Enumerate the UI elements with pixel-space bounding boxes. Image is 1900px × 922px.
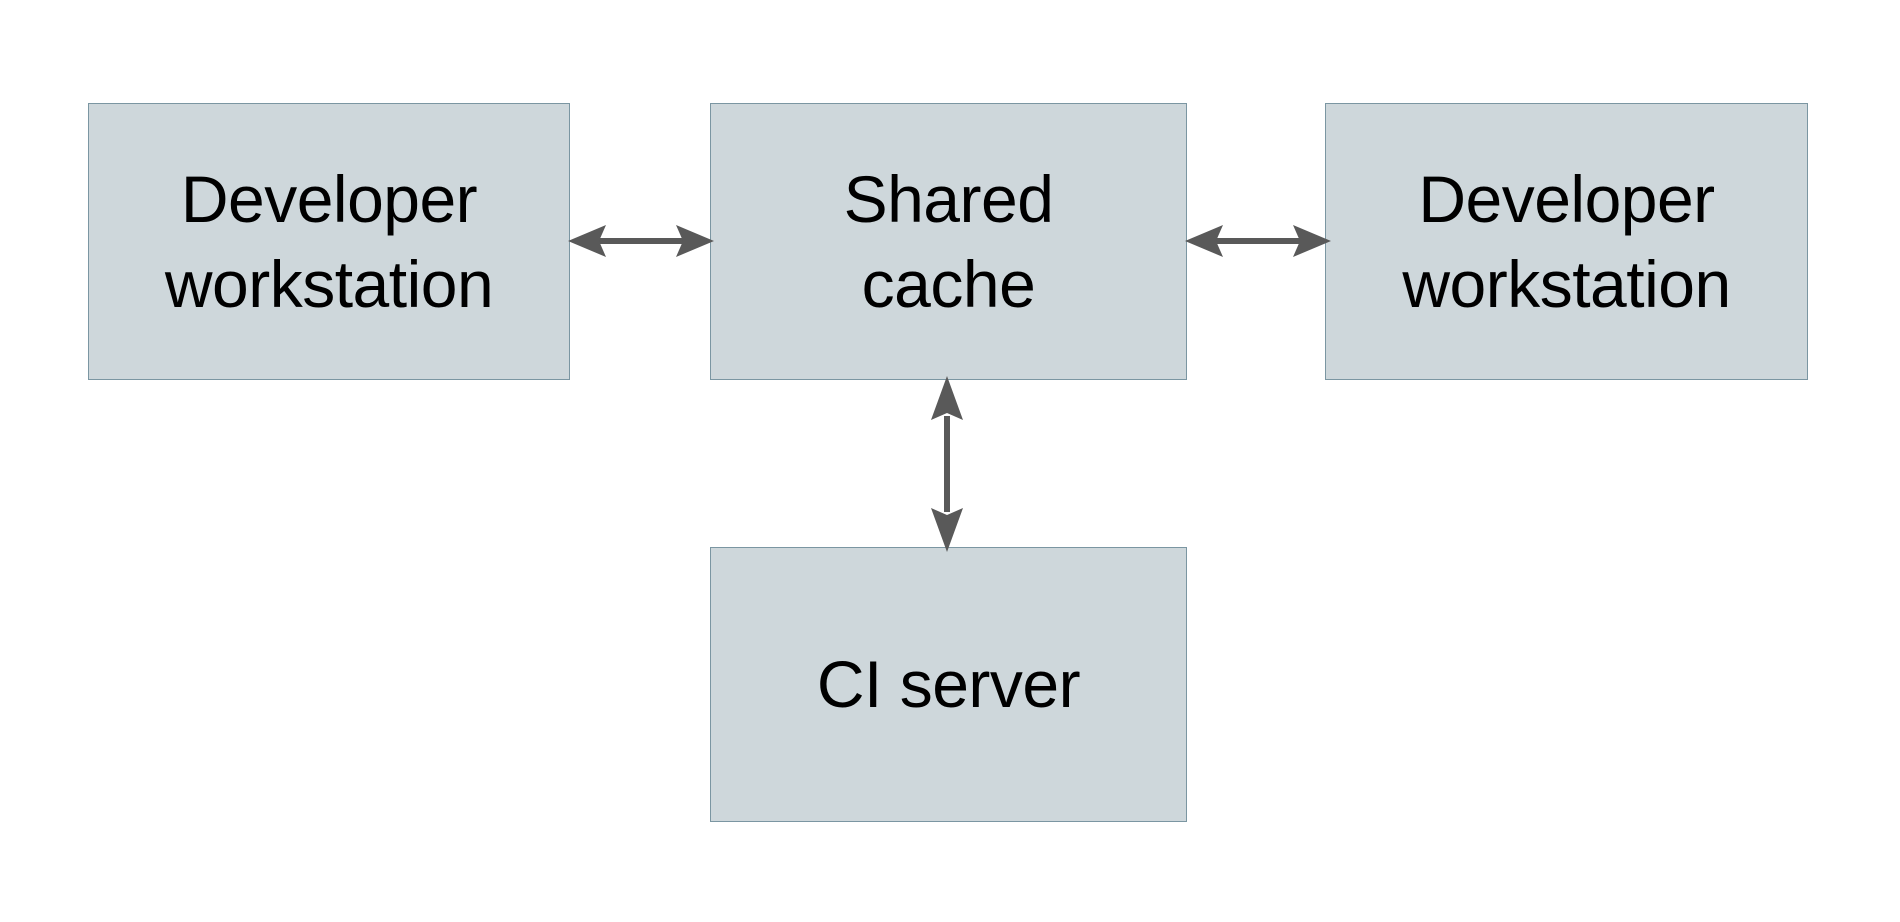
node-label: Shared cache <box>843 162 1054 321</box>
node-shared-cache[interactable]: Shared cache <box>710 103 1187 380</box>
edge-developer-workstation-left-to-shared-cache <box>566 212 716 270</box>
double-headed-arrow-icon <box>1185 225 1331 257</box>
node-label: CI server <box>816 647 1081 722</box>
double-headed-arrow-icon <box>568 225 714 257</box>
node-developer-workstation-left[interactable]: Developer workstation <box>88 103 570 380</box>
node-label: Developer workstation <box>164 162 494 321</box>
double-headed-arrow-icon <box>931 376 963 552</box>
node-label: Developer workstation <box>1402 162 1731 321</box>
edge-shared-cache-to-ci-server <box>918 374 976 554</box>
node-ci-server[interactable]: CI server <box>710 547 1187 822</box>
node-developer-workstation-right[interactable]: Developer workstation <box>1325 103 1808 380</box>
edge-shared-cache-to-developer-workstation-right <box>1183 212 1333 270</box>
